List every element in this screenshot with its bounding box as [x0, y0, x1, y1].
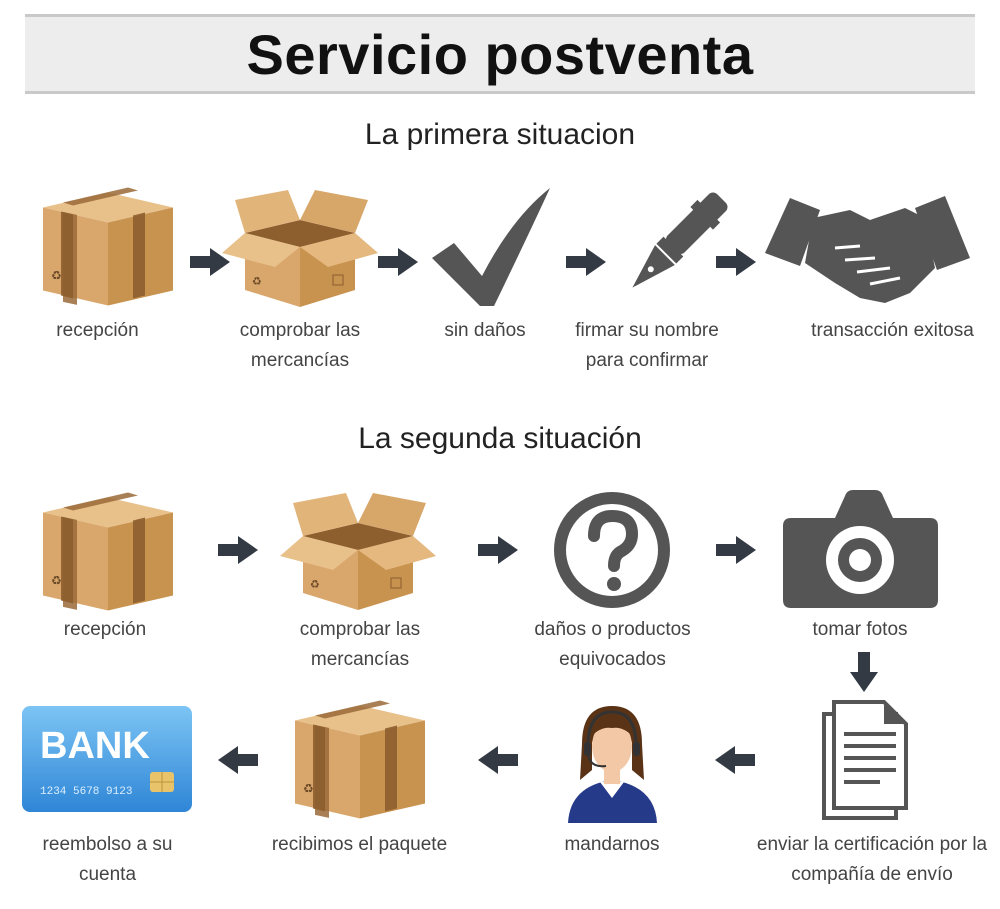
step-label: enviar la certificación por la compañía …	[756, 834, 988, 885]
title-banner: Servicio postventa	[25, 14, 975, 94]
card-number-text: 1234 5678 9123	[40, 786, 132, 798]
arrow-right-icon	[218, 536, 258, 564]
arrow-right-icon	[190, 248, 230, 276]
arrow-left-icon	[218, 746, 258, 774]
card-brand-text: BANK	[40, 725, 150, 767]
arrow-right-icon	[566, 248, 606, 276]
page-title: Servicio postventa	[246, 22, 754, 86]
pen-icon	[610, 186, 735, 311]
first-situation-heading: La primera situacion	[364, 118, 636, 151]
support-agent-icon	[560, 698, 665, 823]
step-label: sin daños	[444, 320, 526, 341]
arrow-left-icon	[715, 746, 755, 774]
closed-box-icon	[33, 185, 183, 310]
step-label: transacción exitosa	[811, 320, 974, 341]
step-label: daños o productos equivocados	[534, 619, 691, 670]
arrow-right-icon	[716, 248, 756, 276]
document-icon	[820, 700, 910, 820]
question-mark-icon	[550, 488, 675, 613]
open-box-icon	[220, 185, 380, 310]
step-label: mandarnos	[564, 834, 660, 855]
arrow-right-icon	[378, 248, 418, 276]
step-label: recepción	[63, 619, 147, 640]
step-label: comprobar las mercancías	[299, 619, 421, 670]
closed-box-icon	[33, 490, 183, 615]
handshake-icon	[765, 188, 970, 308]
arrow-right-icon	[716, 536, 756, 564]
step-label: reembolso a su cuenta	[42, 834, 173, 885]
camera-icon	[783, 490, 938, 610]
closed-box-icon	[285, 698, 435, 823]
step-label: recibimos el paquete	[271, 834, 448, 855]
step-label: comprobar las mercancías	[239, 320, 361, 371]
step-label: recepción	[56, 320, 139, 341]
arrow-left-icon	[478, 746, 518, 774]
arrow-right-icon	[478, 536, 518, 564]
step-label: firmar su nombre para confirmar	[575, 320, 719, 371]
step-label: tomar fotos	[812, 619, 908, 640]
checkmark-icon	[432, 188, 557, 308]
arrow-down-icon	[850, 652, 878, 692]
second-situation-heading: La segunda situación	[358, 422, 642, 455]
open-box-icon	[278, 488, 438, 613]
bank-card-icon: BANK 1234 5678 9123	[22, 706, 192, 812]
